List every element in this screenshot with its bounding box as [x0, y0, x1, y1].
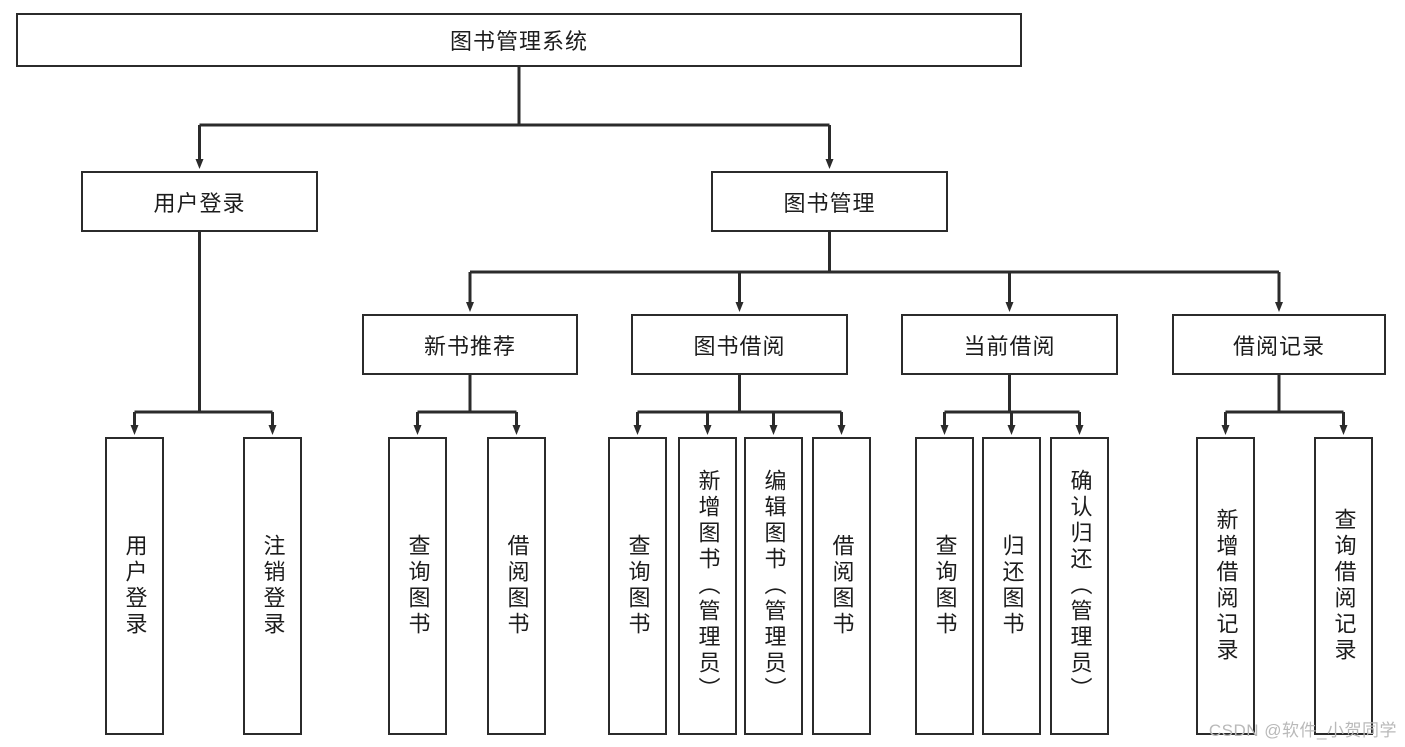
node-user-login[interactable]: 用户登录: [81, 171, 318, 232]
node-leaf-borrow-book-rec[interactable]: 借阅图书: [487, 437, 546, 735]
node-label: 新增图书（管理员）: [695, 469, 721, 703]
node-leaf-confirm-return[interactable]: 确认归还（管理员）: [1050, 437, 1109, 735]
node-label: 查询图书: [932, 534, 958, 638]
node-label: 查询图书: [405, 534, 431, 638]
node-book-borrow[interactable]: 图书借阅: [631, 314, 848, 375]
node-label: 新书推荐: [423, 333, 516, 359]
node-label: 用户登录: [122, 534, 148, 638]
node-leaf-query-book-rec[interactable]: 查询图书: [388, 437, 447, 735]
node-leaf-user-login[interactable]: 用户登录: [105, 437, 164, 735]
node-leaf-add-record[interactable]: 新增借阅记录: [1196, 437, 1255, 735]
node-label: 图书管理系统: [449, 29, 588, 54]
node-current-borrow[interactable]: 当前借阅: [901, 314, 1118, 375]
node-label: 查询图书: [625, 534, 651, 638]
node-label: 借阅图书: [504, 534, 530, 638]
node-borrow-record[interactable]: 借阅记录: [1172, 314, 1386, 375]
node-label: 当前借阅: [963, 333, 1056, 359]
node-label: 用户登录: [153, 190, 246, 216]
node-label: 确认归还（管理员）: [1067, 469, 1093, 703]
node-label: 注销登录: [260, 534, 286, 638]
node-leaf-add-book[interactable]: 新增图书（管理员）: [678, 437, 737, 735]
node-leaf-return-book[interactable]: 归还图书: [982, 437, 1041, 735]
node-leaf-query-book-borrow[interactable]: 查询图书: [608, 437, 667, 735]
node-leaf-edit-book[interactable]: 编辑图书（管理员）: [744, 437, 803, 735]
node-label: 编辑图书（管理员）: [761, 469, 787, 703]
node-label: 查询借阅记录: [1331, 508, 1357, 664]
node-label: 图书借阅: [693, 333, 786, 359]
node-label: 新增借阅记录: [1213, 508, 1239, 664]
node-label: 借阅图书: [829, 534, 855, 638]
node-label: 借阅记录: [1232, 333, 1325, 359]
node-book-manage[interactable]: 图书管理: [711, 171, 948, 232]
node-leaf-borrow-book[interactable]: 借阅图书: [812, 437, 871, 735]
node-root[interactable]: 图书管理系统: [16, 13, 1022, 67]
node-leaf-query-book-current[interactable]: 查询图书: [915, 437, 974, 735]
node-leaf-query-record[interactable]: 查询借阅记录: [1314, 437, 1373, 735]
node-label: 图书管理: [783, 190, 876, 216]
node-leaf-logout[interactable]: 注销登录: [243, 437, 302, 735]
node-label: 归还图书: [999, 534, 1025, 638]
watermark-text: CSDN @软件_小贺同学: [1208, 721, 1397, 740]
node-new-book-recommend[interactable]: 新书推荐: [362, 314, 578, 375]
